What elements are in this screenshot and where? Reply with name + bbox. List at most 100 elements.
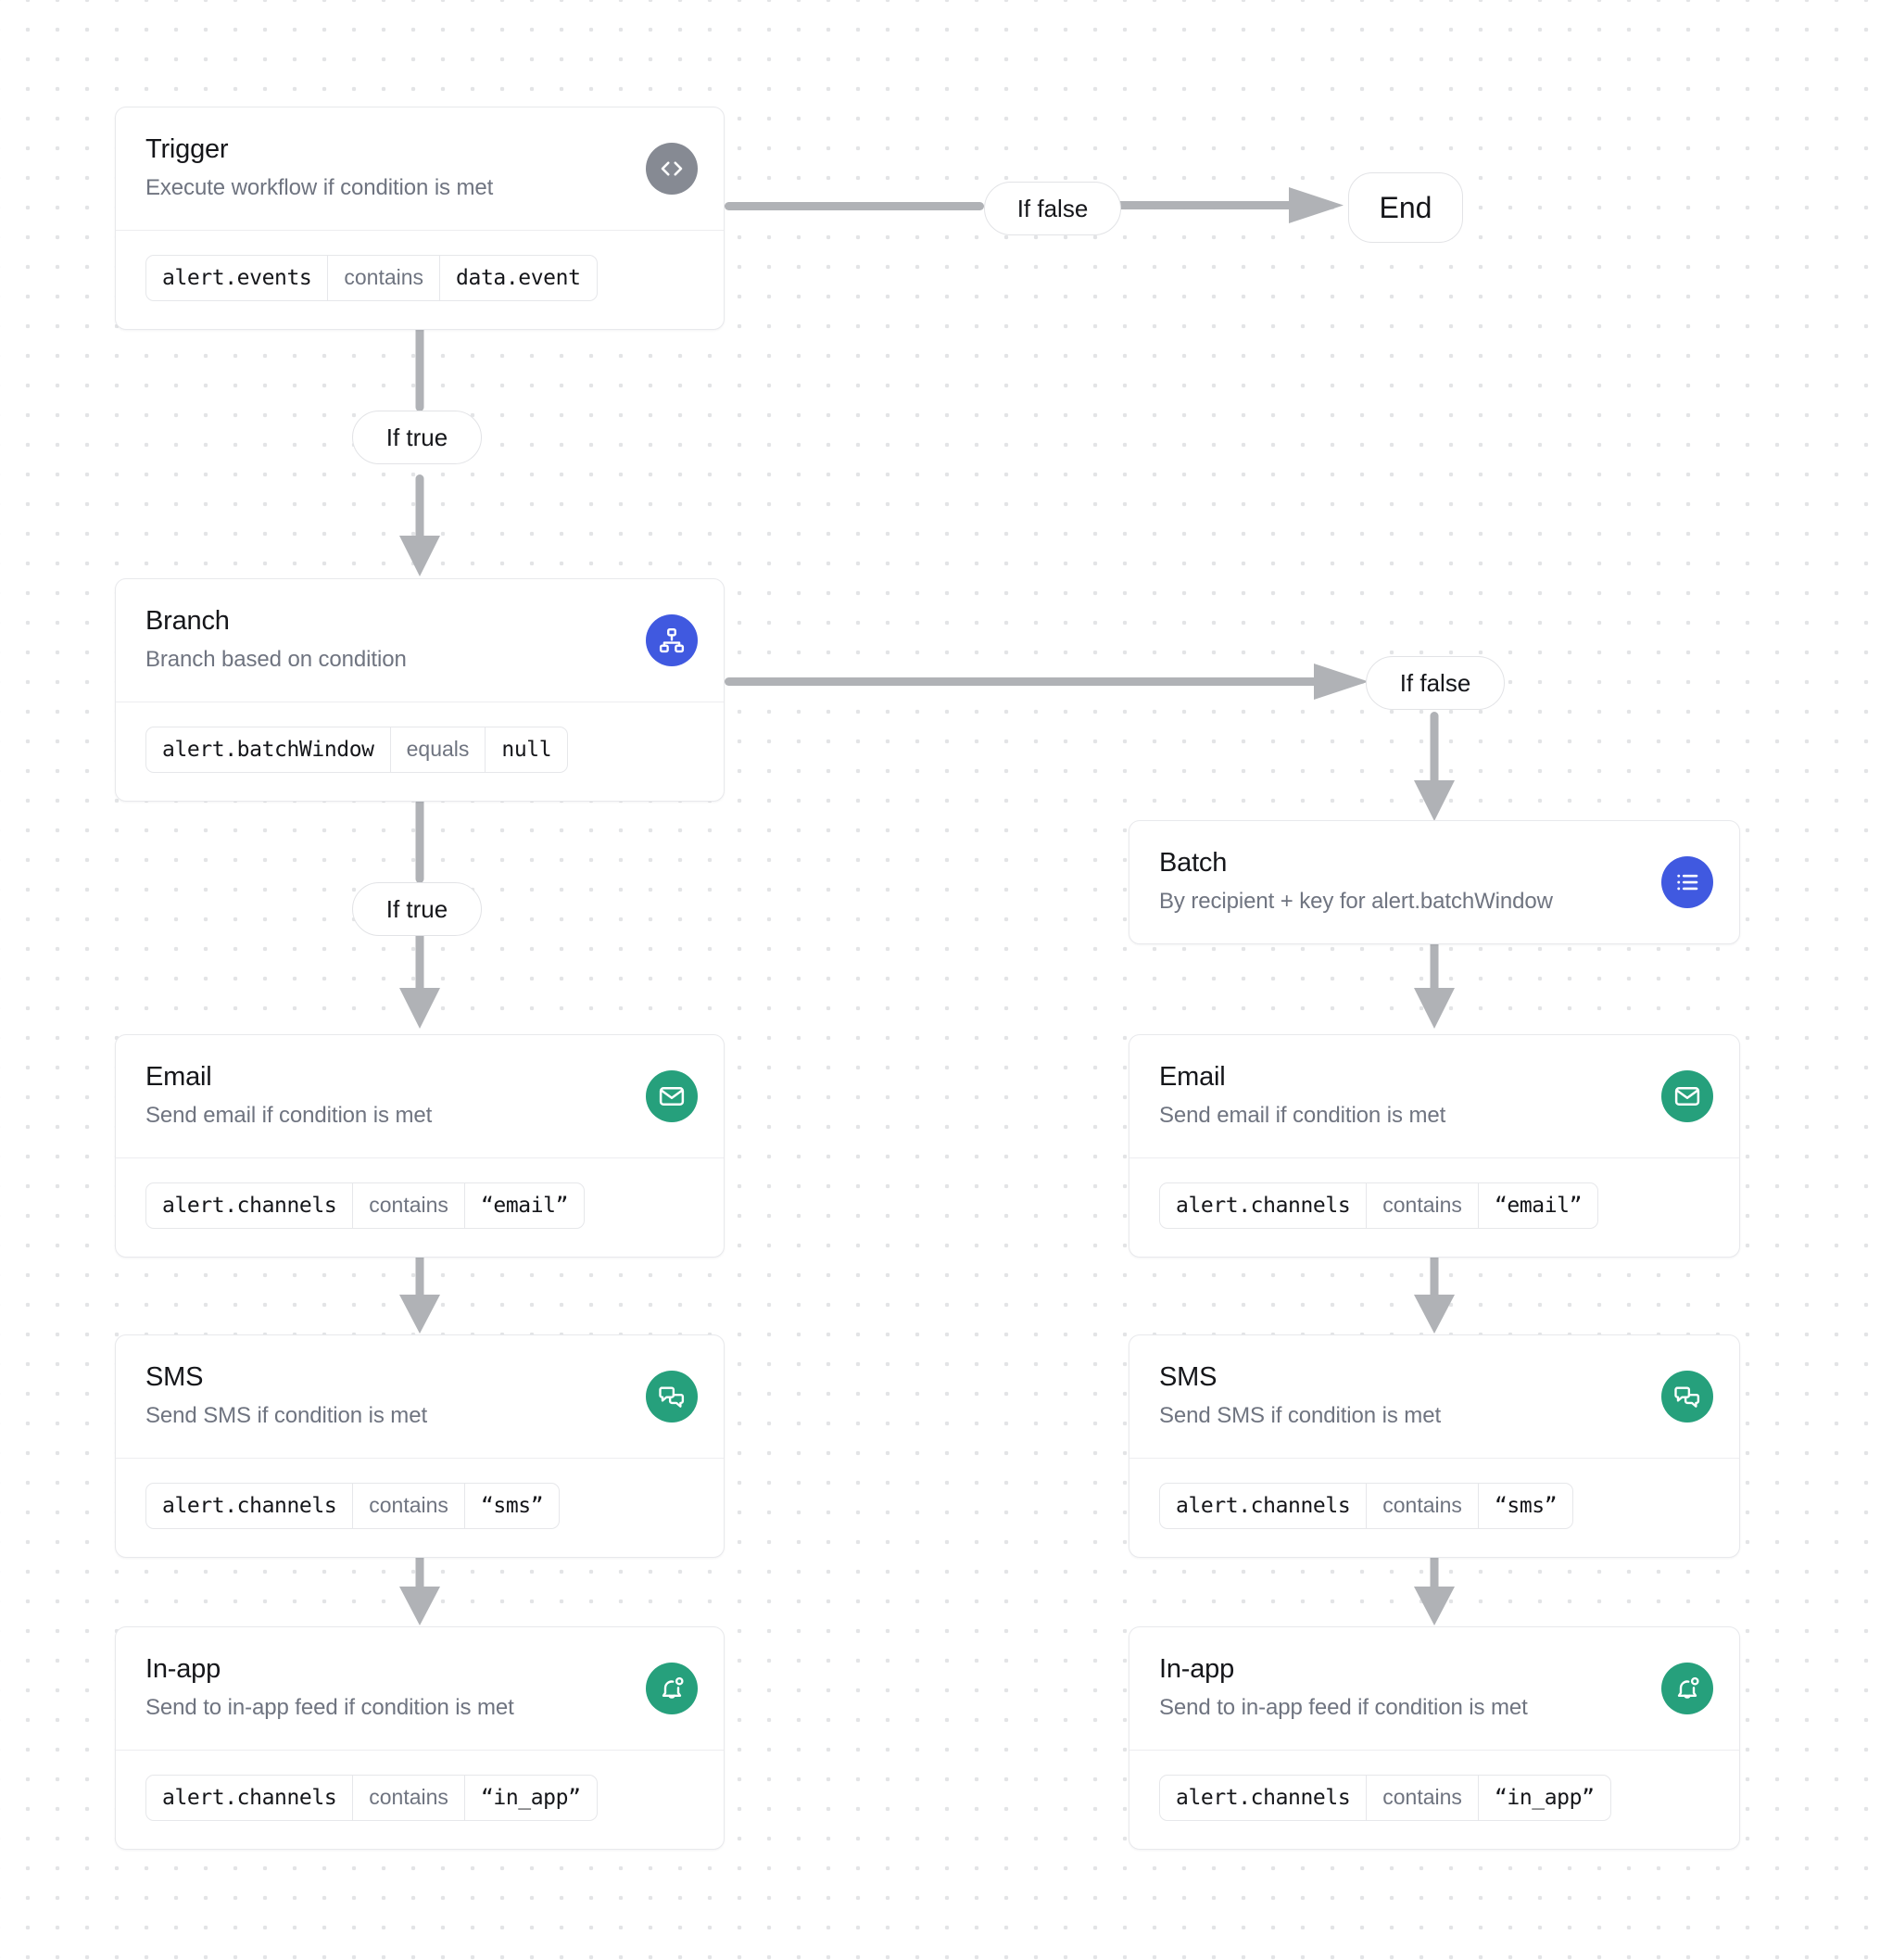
envelope-icon — [646, 1069, 698, 1122]
node-title: Branch — [145, 606, 230, 636]
node-subtitle: Send to in-app feed if condition is met — [1159, 1694, 1528, 1720]
edge-iftrue-to-branch — [394, 474, 446, 578]
condition-value: “sms” — [480, 1493, 544, 1518]
node-card-branch[interactable]: Branch Branch based on condition alert.b… — [115, 578, 725, 802]
condition-field: alert.channels — [162, 1493, 337, 1518]
node-header: Email Send email if condition is met — [1129, 1035, 1739, 1158]
condition-operator: contains — [352, 1182, 465, 1228]
condition-operator: equals — [389, 727, 486, 772]
edge-label-text: If true — [385, 894, 448, 923]
node-title: Email — [1159, 1062, 1226, 1092]
node-condition-row: alert.channels contains “email” — [116, 1158, 724, 1257]
condition-operator: contains — [1366, 1483, 1479, 1528]
node-header: Branch Branch based on condition — [116, 579, 724, 702]
node-header: Batch By recipient + key for alert.batch… — [1129, 821, 1739, 943]
edge-branch-to-iftrue — [413, 783, 426, 883]
node-title: Email — [145, 1062, 212, 1092]
condition-chip[interactable]: alert.channels contains “sms” — [145, 1482, 561, 1529]
condition-operator: contains — [352, 1775, 465, 1820]
edge-label-branch-if-true[interactable]: If true — [352, 882, 482, 936]
node-header: Trigger Execute workflow if condition is… — [116, 107, 724, 231]
condition-chip[interactable]: alert.channels contains “in_app” — [1159, 1774, 1611, 1821]
edge-label-trigger-if-false[interactable]: If false — [984, 182, 1121, 235]
condition-field: alert.channels — [1176, 1785, 1351, 1810]
bell-icon — [1661, 1662, 1713, 1714]
condition-chip[interactable]: alert.events contains data.event — [145, 254, 598, 301]
node-subtitle: Send email if condition is met — [1159, 1102, 1446, 1128]
node-card-sms-left[interactable]: SMS Send SMS if condition is met alert.c… — [115, 1334, 725, 1558]
condition-chip[interactable]: alert.channels contains “in_app” — [145, 1774, 598, 1821]
hierarchy-icon — [646, 613, 698, 666]
condition-operator: contains — [1366, 1182, 1479, 1228]
edge-branchfalse-to-batch — [1408, 712, 1460, 823]
node-condition-row: alert.channels contains “sms” — [116, 1459, 724, 1557]
condition-operator: contains — [327, 255, 441, 300]
condition-value: data.event — [456, 265, 581, 290]
edge-trigger-to-iftrue — [413, 311, 426, 411]
node-subtitle: Send SMS if condition is met — [1159, 1402, 1442, 1428]
condition-value: “email” — [1494, 1193, 1583, 1218]
node-card-email-left[interactable]: Email Send email if condition is met ale… — [115, 1034, 725, 1258]
condition-value: “in_app” — [1494, 1785, 1595, 1810]
edge-label-trigger-if-true[interactable]: If true — [352, 411, 482, 464]
edge-branch-to-false — [725, 658, 1373, 706]
edge-label-text: If false — [1016, 194, 1089, 222]
node-title: SMS — [145, 1362, 204, 1392]
bell-icon — [646, 1662, 698, 1714]
condition-chip[interactable]: alert.channels contains “sms” — [1159, 1482, 1574, 1529]
node-condition-row: alert.events contains data.event — [116, 231, 724, 329]
chat-bubbles-icon — [646, 1370, 698, 1423]
node-end[interactable]: End — [1348, 172, 1463, 243]
condition-chip[interactable]: alert.channels contains “email” — [145, 1182, 586, 1229]
condition-operator: contains — [352, 1483, 465, 1528]
node-condition-row: alert.batchWindow equals null — [116, 702, 724, 801]
condition-operator: contains — [1366, 1775, 1479, 1820]
node-subtitle: Send SMS if condition is met — [145, 1402, 428, 1428]
condition-field: alert.channels — [162, 1193, 337, 1218]
node-subtitle: By recipient + key for alert.batchWindow — [1159, 888, 1553, 914]
node-subtitle: Branch based on condition — [145, 646, 407, 672]
envelope-icon — [1661, 1069, 1713, 1122]
node-header: In-app Send to in-app feed if condition … — [1129, 1627, 1739, 1751]
edge-label-text: If true — [385, 423, 448, 451]
node-card-inapp-left[interactable]: In-app Send to in-app feed if condition … — [115, 1626, 725, 1850]
chat-bubbles-icon — [1661, 1370, 1713, 1423]
node-condition-row: alert.channels contains “email” — [1129, 1158, 1739, 1257]
edge-iftrue-to-email-left — [394, 927, 446, 1031]
node-header: In-app Send to in-app feed if condition … — [116, 1627, 724, 1751]
condition-field: alert.channels — [1176, 1493, 1351, 1518]
node-title: In-app — [1159, 1654, 1235, 1684]
node-subtitle: Send to in-app feed if condition is met — [145, 1694, 514, 1720]
node-header: SMS Send SMS if condition is met — [1129, 1335, 1739, 1459]
list-icon — [1661, 855, 1713, 908]
node-card-email-right[interactable]: Email Send email if condition is met ale… — [1129, 1034, 1740, 1258]
node-title: SMS — [1159, 1362, 1218, 1392]
node-header: SMS Send SMS if condition is met — [116, 1335, 724, 1459]
node-condition-row: alert.channels contains “in_app” — [116, 1751, 724, 1849]
edge-label-text: If false — [1399, 668, 1471, 697]
condition-field: alert.events — [162, 265, 312, 290]
node-condition-row: alert.channels contains “sms” — [1129, 1459, 1739, 1557]
condition-chip[interactable]: alert.channels contains “email” — [1159, 1182, 1599, 1229]
code-brackets-icon — [646, 142, 698, 195]
node-subtitle: Execute workflow if condition is met — [145, 174, 494, 200]
condition-field: alert.channels — [162, 1785, 337, 1810]
condition-field: alert.channels — [1176, 1193, 1351, 1218]
condition-value: “email” — [480, 1193, 569, 1218]
edge-email-to-sms-right — [1408, 1246, 1460, 1335]
edge-email-to-sms-left — [394, 1246, 446, 1335]
node-title: Batch — [1159, 848, 1228, 878]
node-card-inapp-right[interactable]: In-app Send to in-app feed if condition … — [1129, 1626, 1740, 1850]
node-card-batch[interactable]: Batch By recipient + key for alert.batch… — [1129, 820, 1740, 944]
node-card-sms-right[interactable]: SMS Send SMS if condition is met alert.c… — [1129, 1334, 1740, 1558]
edge-label-branch-if-false[interactable]: If false — [1366, 656, 1505, 710]
node-condition-row: alert.channels contains “in_app” — [1129, 1751, 1739, 1849]
condition-chip[interactable]: alert.batchWindow equals null — [145, 726, 569, 773]
condition-value: null — [501, 737, 552, 762]
edge-false-to-end — [1107, 182, 1348, 230]
node-title: Trigger — [145, 134, 229, 164]
node-card-trigger[interactable]: Trigger Execute workflow if condition is… — [115, 107, 725, 330]
node-title: In-app — [145, 1654, 221, 1684]
condition-field: alert.batchWindow — [162, 737, 374, 762]
